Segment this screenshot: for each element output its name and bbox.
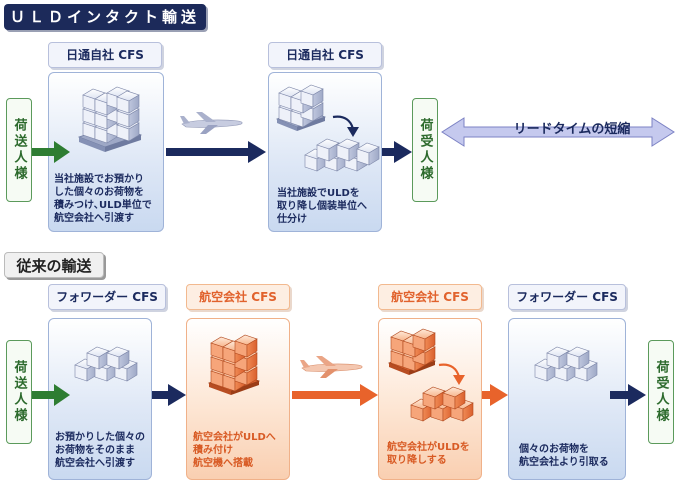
bottom-box3-line: 取り降しする xyxy=(387,455,447,466)
navy-arrow-bottom-2 xyxy=(610,384,646,406)
orange-arrow-bottom-1 xyxy=(292,384,378,406)
bottom-box3: 航空会社がULDを 取り降しする xyxy=(378,318,482,480)
bottom-box2-line: 積み付け xyxy=(193,445,233,456)
top-box2-text: 当社施設でULDを 取り降し個装単位へ 仕分け xyxy=(277,187,367,226)
bottom-cfs3-label: 航空会社 CFS xyxy=(378,284,482,310)
bottom-cfs2-label: 航空会社 CFS xyxy=(186,284,290,310)
pallet-cargo-icon xyxy=(387,328,437,375)
bottom-box2-line: 航空会社がULDへ xyxy=(193,432,276,443)
bottom-box1-line: お預かりした個々の xyxy=(55,432,145,443)
top-cfs2-label: 日通自社 CFS xyxy=(268,42,382,68)
conventional-section-title: 従来の輸送 xyxy=(4,252,104,278)
uld-intact-section-title: ＵＬＤインタクト輸送 xyxy=(4,4,206,30)
navy-arrow-top-1 xyxy=(166,141,266,163)
top-box2: 当社施設でULDを 取り降し個装単位へ 仕分け xyxy=(268,72,382,232)
orange-arrow-bottom-2 xyxy=(482,384,508,406)
bottom-box1-text: お預かりした個々の お荷物をそのまま 航空会社へ引渡す xyxy=(55,431,145,470)
loose-cargo-icon xyxy=(304,138,380,172)
lead-time-label: リードタイムの短縮 xyxy=(513,122,631,137)
curved-arrow-icon xyxy=(332,115,359,137)
bottom-box4-text: 個々のお荷物を 航空会社より引取る xyxy=(519,443,609,469)
bottom-box1-line: 航空会社へ引渡す xyxy=(55,458,135,469)
top-box1-line: した個々のお荷物を xyxy=(54,187,144,198)
top-box2-line: 当社施設でULDを xyxy=(277,188,360,199)
airplane-icon xyxy=(179,111,243,135)
top-sender-label: 荷送人様 xyxy=(6,98,32,202)
bottom-box4-line: 航空会社より引取る xyxy=(519,457,609,468)
bottom-box1-line: お荷物をそのまま xyxy=(55,445,135,456)
loose-cargo-icon xyxy=(534,346,598,382)
bottom-sender-label: 荷送人様 xyxy=(6,340,32,444)
loose-cargo-icon xyxy=(410,386,474,422)
green-arrow-top xyxy=(32,141,70,163)
bottom-box3-text: 航空会社がULDを 取り降しする xyxy=(387,441,470,467)
top-cfs1-label: 日通自社 CFS xyxy=(48,42,162,68)
top-box1-text: 当社施設でお預かり した個々のお荷物を 積みつけ､ULD単位で 航空会社へ引渡す xyxy=(54,173,152,225)
pallet-cargo-icon xyxy=(207,334,261,395)
bottom-box1: お預かりした個々の お荷物をそのまま 航空会社へ引渡す xyxy=(48,318,152,480)
curved-arrow-icon xyxy=(438,363,465,385)
lead-time-arrow xyxy=(441,117,675,147)
green-arrow-bottom xyxy=(32,384,70,406)
bottom-box2-text: 航空会社がULDへ 積み付け 航空機へ搭載 xyxy=(193,431,276,470)
bottom-box3-line: 航空会社がULDを xyxy=(387,442,470,453)
pallet-cargo-icon xyxy=(77,86,143,152)
bottom-box2: 航空会社がULDへ 積み付け 航空機へ搭載 xyxy=(186,318,290,480)
bottom-box4: 個々のお荷物を 航空会社より引取る xyxy=(508,318,626,480)
top-box1-line: 当社施設でお預かり xyxy=(54,174,144,185)
pallet-cargo-icon xyxy=(275,84,327,131)
loose-cargo-icon xyxy=(74,346,138,382)
bottom-cfs4-label: フォワーダー CFS xyxy=(508,284,626,310)
top-box1-line: 航空会社へ引渡す xyxy=(54,213,134,224)
bottom-receiver-label: 荷受人様 xyxy=(648,340,674,444)
top-box2-line: 仕分け xyxy=(277,214,307,225)
navy-arrow-top-2 xyxy=(382,141,412,163)
bottom-box4-line: 個々のお荷物を xyxy=(519,444,589,455)
top-box1-line: 積みつけ､ULD単位で xyxy=(54,200,152,211)
top-receiver-label: 荷受人様 xyxy=(412,98,438,202)
top-box2-line: 取り降し個装単位へ xyxy=(277,201,367,212)
bottom-box2-line: 航空機へ搭載 xyxy=(193,458,253,469)
airplane-icon xyxy=(299,355,363,379)
bottom-cfs1-label: フォワーダー CFS xyxy=(48,284,166,310)
navy-arrow-bottom-1 xyxy=(152,384,186,406)
